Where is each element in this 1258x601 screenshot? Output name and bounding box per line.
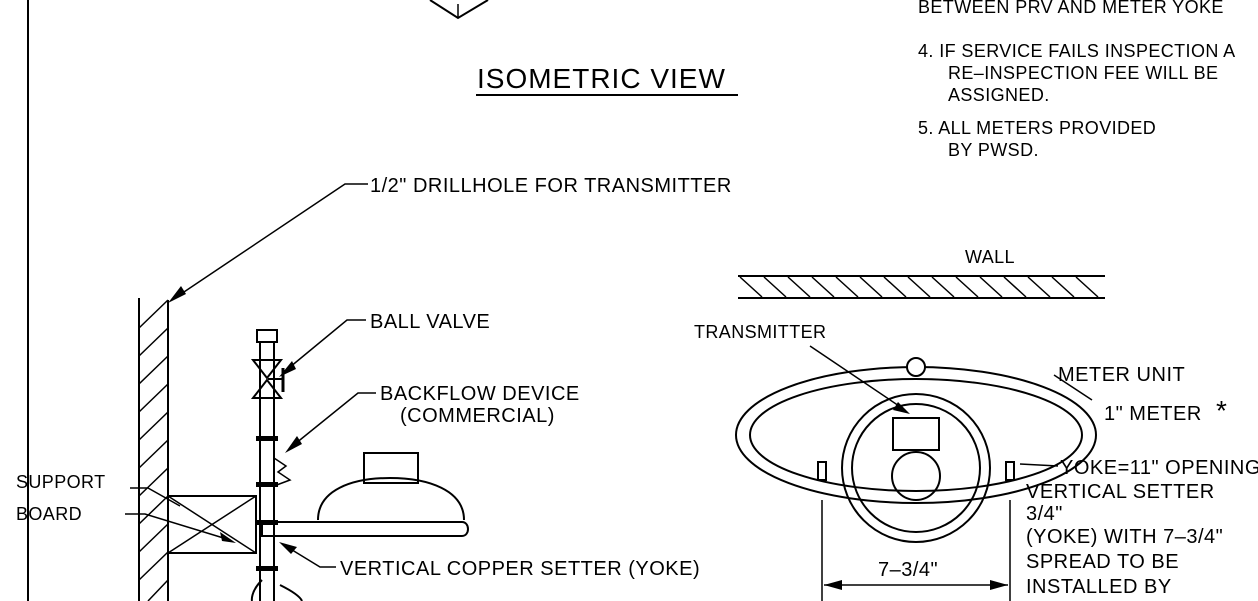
ball-valve-arrowhead [279,361,296,377]
note-4-line-2: RE–INSPECTION FEE WILL BE [948,63,1218,83]
support-leader-1 [130,487,181,507]
meter-size-label: 1" METER [1104,403,1202,425]
yoke-spread-label: (YOKE) WITH 7–3/4" [1026,526,1223,548]
notes-block: BETWEEN PRV AND METER YOKE 4. IF SERVICE… [918,0,1236,160]
support-label-line-1: SUPPORT [16,472,106,492]
dimension-7-3-4 [821,500,1011,601]
meter-unit-label: METER UNIT [1058,364,1185,386]
support-arrowhead [220,532,236,543]
drillhole-label: 1/2" DRILLHOLE FOR TRANSMITTER [370,175,732,197]
transmitter-label: TRANSMITTER [694,322,826,342]
note-3-tail: BETWEEN PRV AND METER YOKE [918,0,1224,17]
vertical-setter-label: VERTICAL SETTER [1026,481,1215,503]
setter-size-label: 3/4" [1026,503,1063,525]
meter-unit-leader [1053,374,1093,401]
note-4-line-1: 4. IF SERVICE FAILS INSPECTION A [918,41,1236,61]
dimension-label: 7–3/4" [878,559,938,581]
vertical-pipe-assembly [250,329,303,601]
backflow-arrowhead [285,436,302,453]
copper-setter-leader [283,544,336,568]
meter-asterisk: * [1216,395,1228,426]
backflow-leader [289,392,376,449]
wall-section-left [138,298,169,601]
copper-setter-label: VERTICAL COPPER SETTER (YOKE) [340,558,700,580]
ball-valve-label: BALL VALVE [370,311,490,333]
note-5-line-1: 5. ALL METERS PROVIDED [918,118,1156,138]
drillhole-callout: 1/2" DRILLHOLE FOR TRANSMITTER [168,175,732,303]
note-5-line-2: BY PWSD. [948,140,1039,160]
support-label-line-2: BOARD [16,504,82,524]
support-board [167,495,257,554]
spread-install-label: SPREAD TO BE [1026,551,1179,573]
yoke-opening-label: YOKE=11" OPENING [1060,457,1258,479]
installed-by-label: INSTALLED BY [1026,576,1172,598]
backflow-label-line-1: BACKFLOW DEVICE [380,383,580,405]
ball-valve-leader [283,319,366,373]
transmitter-arrowhead [893,402,910,414]
note-4-line-3: ASSIGNED. [948,85,1050,105]
backflow-label-line-2: (COMMERCIAL) [400,405,555,427]
meter-plan-view [735,357,1097,543]
isometric-figure-fragment [429,0,489,20]
wall-plan-hatch [738,275,1105,299]
transmitter-leader [809,345,906,411]
isometric-view-title: ISOMETRIC VIEW [477,63,726,94]
yoke-opening-leader [1019,463,1059,467]
wall-label: WALL [965,247,1015,267]
support-leader-2 [125,513,231,541]
meter-dome [261,452,469,537]
copper-setter-arrowhead [279,542,297,554]
